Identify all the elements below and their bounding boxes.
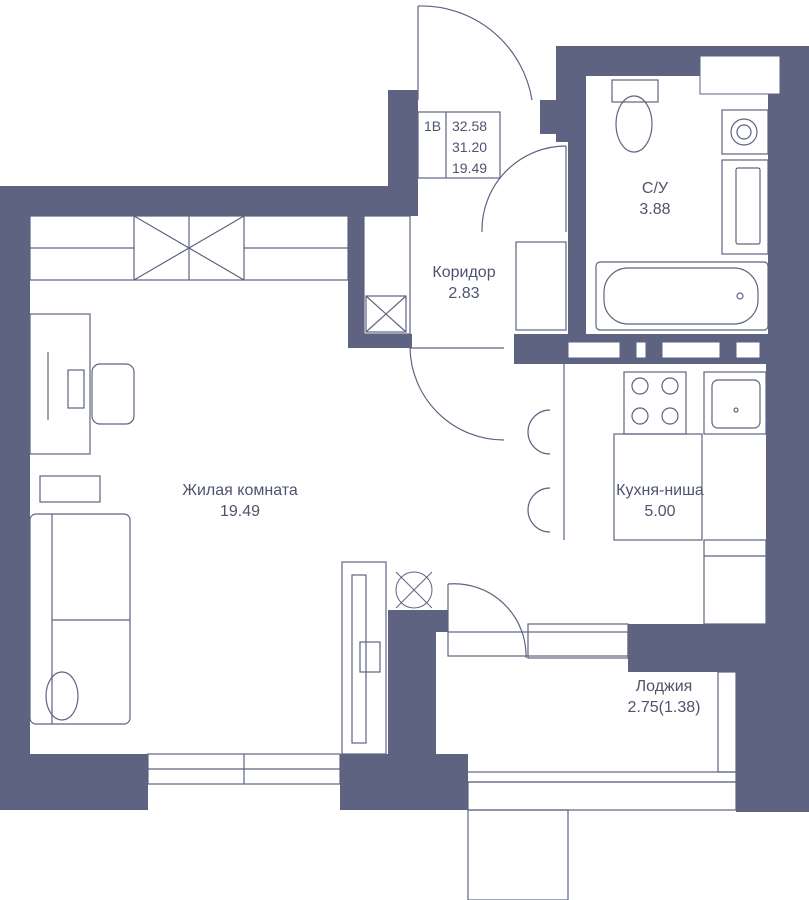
plants [395,571,433,609]
corridor-area: 2.83 [448,285,480,302]
apartment-type-text: 1В [424,118,442,134]
kitchen-label: Кухня-ниша 5.00 [616,480,704,522]
corridor-label: Коридор 2.83 [432,262,495,304]
fixtures [29,79,769,900]
loggia-area: 2.75(1.38) [627,699,701,716]
loggia-name: Лоджия [635,678,693,695]
living-area: 19.49 [452,160,488,176]
kitchen-area: 5.00 [644,503,676,520]
living-room-label: Жилая комната 19.49 [182,480,298,522]
bathroom-area: 3.88 [639,201,671,218]
apartment-type: 1В [424,116,441,137]
loggia-label: Лоджия 2.75(1.38) [628,676,701,718]
area-summary: 32.58 31.20 19.49 [452,116,487,179]
doors [409,5,567,659]
total-area: 32.58 [452,118,488,134]
walls [0,46,809,812]
wall-openings [567,55,781,359]
bathroom-label: С/У 3.88 [639,178,670,220]
bathroom-name: С/У [641,180,669,197]
corridor-name: Коридор [432,264,496,281]
living-room-area: 19.49 [219,503,261,520]
living-room-name: Жилая комната [182,482,298,499]
living-total-area: 31.20 [452,139,488,155]
kitchen-name: Кухня-ниша [616,482,704,499]
